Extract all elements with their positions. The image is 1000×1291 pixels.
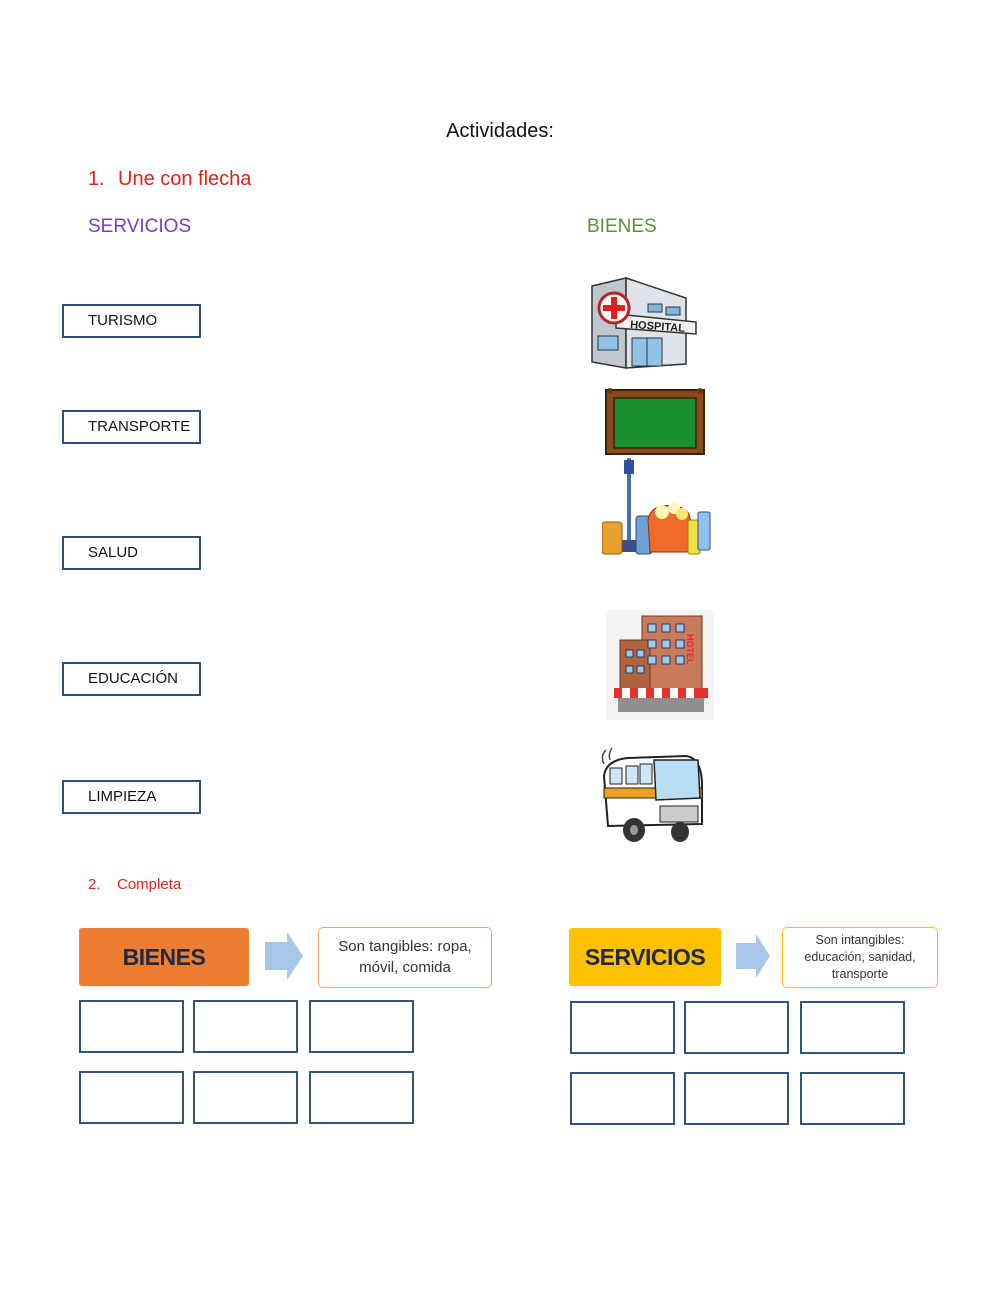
goods-column-heading: BIENES	[587, 216, 657, 237]
goods-answer-cell-4[interactable]	[79, 1071, 184, 1124]
activity-2-heading: 2. Completa	[88, 876, 181, 893]
service-box-educacion[interactable]: EDUCACIÓN	[62, 662, 201, 696]
services-answer-cell-1[interactable]	[570, 1001, 675, 1054]
cleaning-supplies-icon[interactable]	[602, 456, 714, 558]
service-box-salud[interactable]: SALUD	[62, 536, 201, 570]
goods-answer-cell-3[interactable]	[309, 1000, 414, 1053]
page-title: Actividades:	[446, 120, 554, 142]
activity-1-label: Une con flecha	[118, 168, 252, 190]
goods-header: BIENES	[79, 928, 249, 986]
goods-arrow-icon	[265, 932, 303, 980]
bus-icon[interactable]	[598, 746, 706, 844]
activity-1-number: 1.	[88, 168, 105, 190]
hotel-icon[interactable]: HOTEL	[606, 610, 714, 720]
services-answer-cell-4[interactable]	[570, 1072, 675, 1125]
services-arrow-icon	[736, 934, 770, 978]
goods-answer-cell-5[interactable]	[193, 1071, 298, 1124]
services-column-heading: SERVICIOS	[88, 216, 192, 237]
services-answer-cell-5[interactable]	[684, 1072, 789, 1125]
services-answer-cell-6[interactable]	[800, 1072, 905, 1125]
services-answer-cell-3[interactable]	[800, 1001, 905, 1054]
service-box-turismo[interactable]: TURISMO	[62, 304, 201, 338]
services-description: Son intangibles: educación, sanidad, tra…	[782, 927, 938, 988]
services-header: SERVICIOS	[569, 928, 721, 986]
hospital-sign-text: HOSPITAL	[630, 319, 686, 335]
hospital-icon[interactable]: HOSPITAL	[586, 272, 698, 370]
goods-answer-cell-6[interactable]	[309, 1071, 414, 1124]
service-box-transporte[interactable]: TRANSPORTE	[62, 410, 201, 444]
activity-2-label: Completa	[117, 876, 182, 893]
chalkboard-icon[interactable]	[602, 386, 708, 456]
services-answer-cell-2[interactable]	[684, 1001, 789, 1054]
goods-description: Son tangibles: ropa, móvil, comida	[318, 927, 492, 988]
activity-2-number: 2.	[88, 876, 101, 893]
hotel-sign-text: HOTEL	[685, 634, 695, 665]
goods-answer-cell-1[interactable]	[79, 1000, 184, 1053]
activity-1-heading: 1. Une con flecha	[88, 168, 251, 191]
service-box-limpieza[interactable]: LIMPIEZA	[62, 780, 201, 814]
goods-answer-cell-2[interactable]	[193, 1000, 298, 1053]
